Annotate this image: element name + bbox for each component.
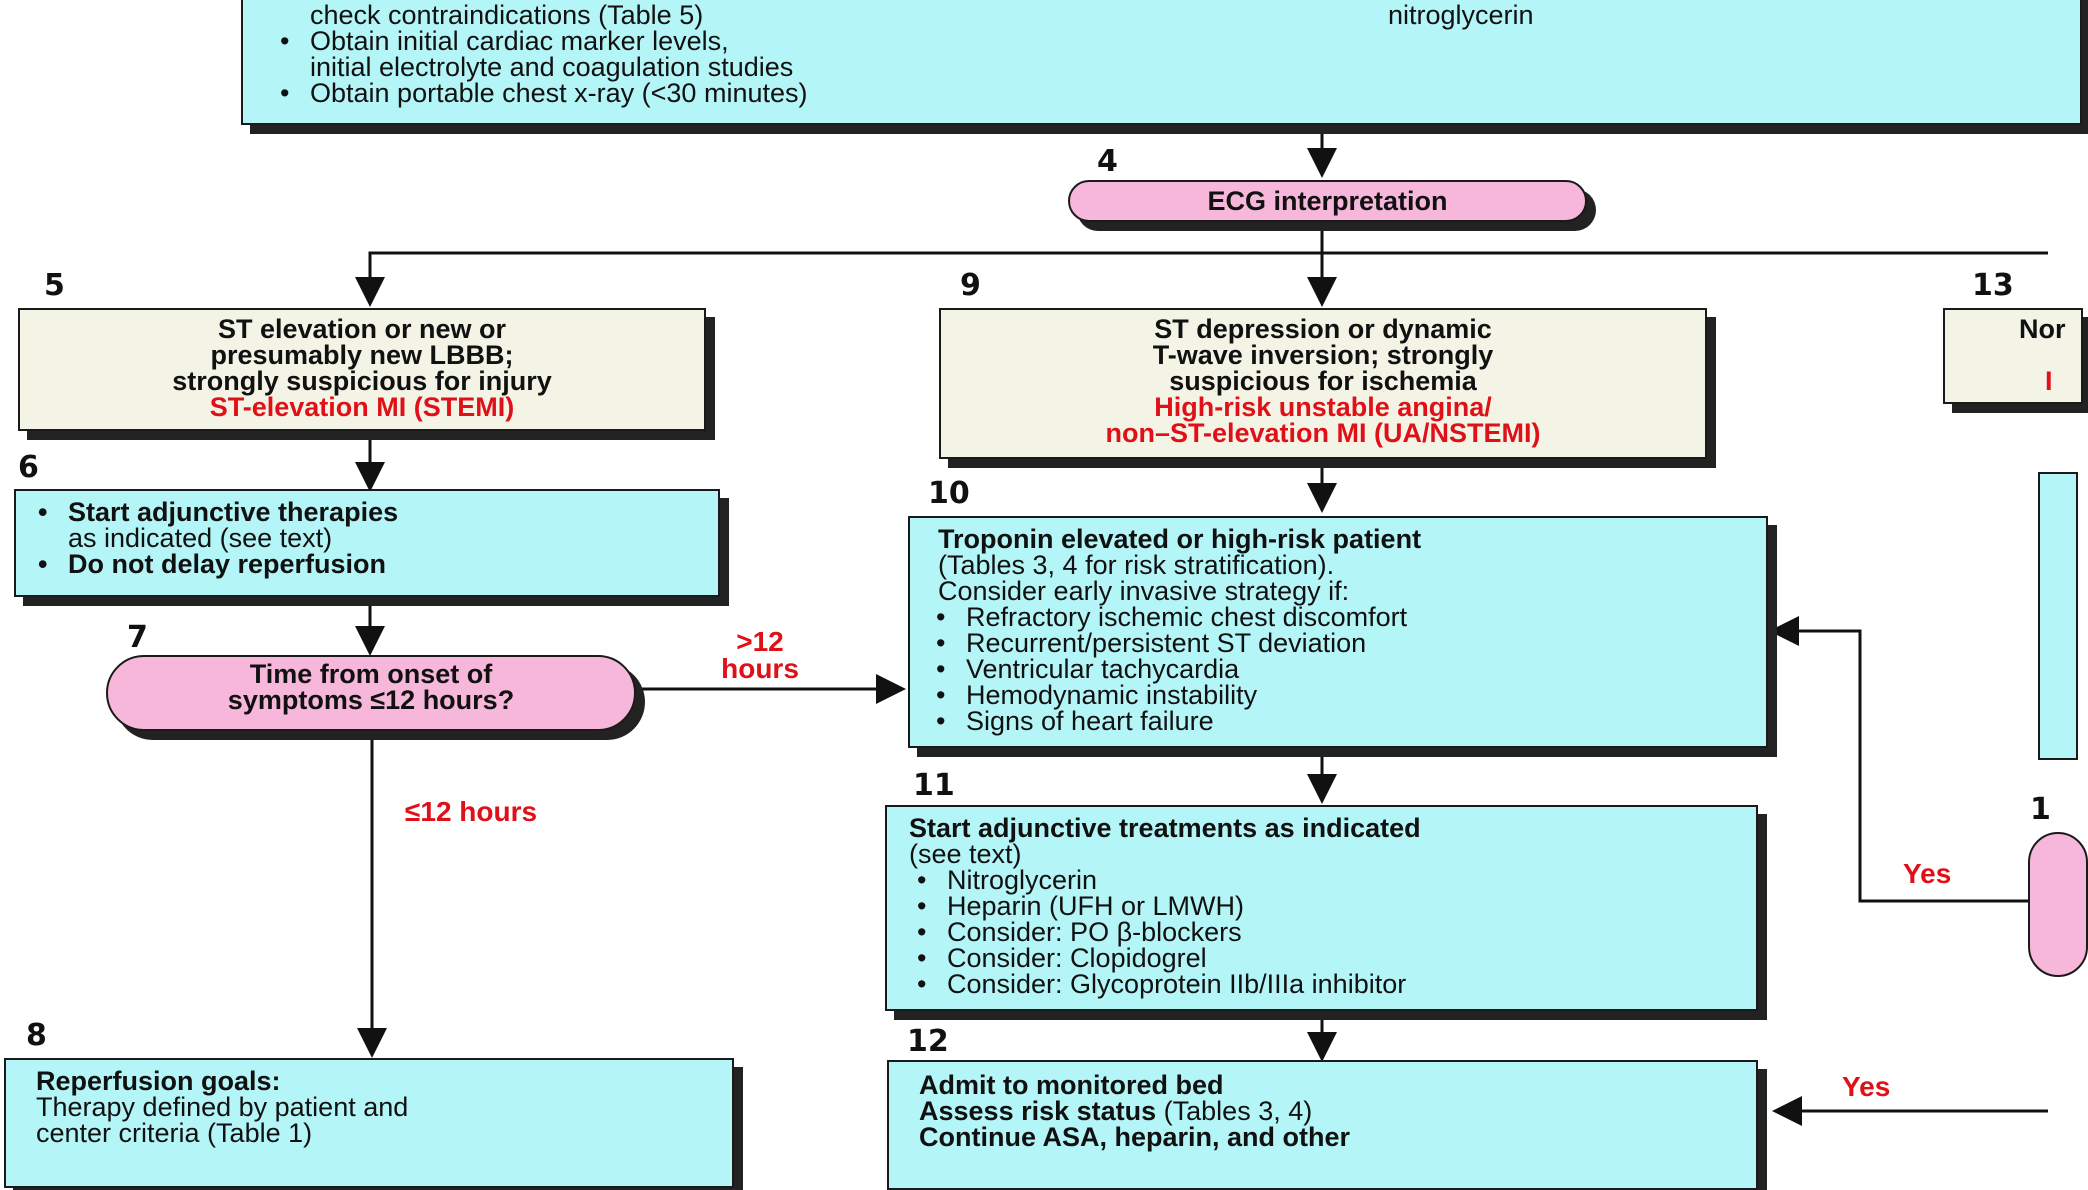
step-13-red-fragment: I <box>2045 366 2053 396</box>
step-10-title: Troponin elevated or high-risk patient <box>938 524 1422 554</box>
step-10-bullet: Hemodynamic instability <box>924 682 1766 709</box>
yes-label-lower: Yes <box>1842 1071 1891 1102</box>
step-11-sub: (see text) <box>909 839 1022 869</box>
step-10-line-2: Consider early invasive strategy if: <box>938 576 1350 606</box>
step-11-bullet: Consider: PO β-blockers <box>905 919 1756 946</box>
step-12-line-2-rest: (Tables 3, 4) <box>1156 1096 1313 1126</box>
step-4-ecg-interpretation: ECG interpretation <box>1068 180 1587 222</box>
step-5-line-2: presumably new LBBB; <box>210 340 514 370</box>
step-10-bullet: Signs of heart failure <box>924 708 1766 735</box>
right-partial-box <box>2038 472 2078 760</box>
step-9-ua-nstemi-box: ST depression or dynamic T-wave inversio… <box>939 308 1707 459</box>
step-8-number: 8 <box>26 1018 47 1053</box>
step-5-line-3: strongly suspicious for injury <box>172 366 552 396</box>
step-8-line-2: center criteria (Table 1) <box>36 1118 313 1148</box>
step-9-line-2: T-wave inversion; strongly <box>1152 340 1494 370</box>
step-6-item-1-cont: as indicated (see text) <box>68 523 333 553</box>
step-12-line-2-bold: Assess risk status <box>919 1096 1157 1126</box>
step-12-admit-box: Admit to monitored bed Assess risk statu… <box>887 1060 1758 1190</box>
step-12-line-3: Continue ASA, heparin, and other <box>919 1122 1351 1152</box>
step-5-line-1: ST elevation or new or <box>217 314 507 344</box>
step-7-number: 7 <box>127 620 148 655</box>
step-10-line-1: (Tables 3, 4 for risk stratification). <box>938 550 1335 580</box>
step-4-number: 4 <box>1097 144 1118 179</box>
arrow-4-to-5 <box>355 251 1322 307</box>
label-less-equal-12-hours: ≤12 hours <box>405 796 538 827</box>
step-5-number: 5 <box>44 268 65 303</box>
step-7-line-2: symptoms ≤12 hours? <box>227 685 515 715</box>
top-left-bullet-2: Obtain portable chest x-ray (<30 minutes… <box>310 78 808 108</box>
step-9-red-line-2: non–ST-elevation MI (UA/NSTEMI) <box>1105 418 1541 448</box>
step-9-number: 9 <box>960 268 981 303</box>
yes-label-upper: Yes <box>1903 858 1952 889</box>
step-13-box: Nor I <box>1943 308 2083 404</box>
step-11-bullet: Consider: Glycoprotein IIb/IIIa inhibito… <box>905 971 1756 998</box>
connector-lines <box>355 0 2048 1126</box>
step-6-item-2: Do not delay reperfusion <box>68 549 387 579</box>
step-11-title: Start adjunctive treatments as indicated <box>909 813 1421 843</box>
step-11-bullet: Nitroglycerin <box>905 867 1756 894</box>
step-13-partial-text: Nor <box>2019 314 2066 344</box>
step-11-bullet: Heparin (UFH or LMWH) <box>905 893 1756 920</box>
step-13-number: 13 <box>1972 268 2014 303</box>
step-7-time-decision: Time from onset of symptoms ≤12 hours? <box>106 655 636 731</box>
step-12-line-1: Admit to monitored bed <box>919 1070 1224 1100</box>
step-4-label: ECG interpretation <box>1207 186 1448 216</box>
step-9-line-1: ST depression or dynamic <box>1154 314 1492 344</box>
step-12-number: 12 <box>907 1024 949 1059</box>
top-left-box: check contraindications (Table 5) Obtain… <box>241 0 1325 125</box>
step-10-bullet: Ventricular tachycardia <box>924 656 1766 683</box>
step-11-number: 11 <box>913 768 955 803</box>
step-7-line-1: Time from onset of <box>249 659 493 689</box>
right-partial-decision <box>2028 832 2088 977</box>
side-step-number: 1 <box>2030 792 2051 827</box>
arrow-yes-to-10 <box>1769 616 2028 903</box>
step-10-troponin-box: Troponin elevated or high-risk patient (… <box>908 516 1768 748</box>
step-11-bullet: Consider: Clopidogrel <box>905 945 1756 972</box>
step-10-number: 10 <box>928 476 970 511</box>
top-left-line-1: check contraindications (Table 5) <box>310 0 704 30</box>
top-right-box: nitroglycerin <box>1322 0 2082 125</box>
step-8-line-1: Therapy defined by patient and <box>36 1092 409 1122</box>
step-10-bullet: Recurrent/persistent ST deviation <box>924 630 1766 657</box>
step-8-title: Reperfusion goals: <box>36 1066 281 1096</box>
step-8-reperfusion-box: Reperfusion goals: Therapy defined by pa… <box>4 1058 734 1188</box>
step-5-stemi-label: ST-elevation MI (STEMI) <box>209 392 515 422</box>
label-greater-12-hours: >12 hours <box>721 626 799 684</box>
top-left-bullet-1: Obtain initial cardiac marker levels, <box>310 26 729 56</box>
top-right-text: nitroglycerin <box>1388 0 1534 30</box>
top-left-bullet-1-cont: initial electrolyte and coagulation stud… <box>310 52 794 82</box>
step-6-number: 6 <box>18 450 39 485</box>
step-6-item-1: Start adjunctive therapies <box>68 497 399 527</box>
step-10-bullet: Refractory ischemic chest discomfort <box>924 604 1766 631</box>
step-9-red-line-1: High-risk unstable angina/ <box>1154 392 1492 422</box>
step-9-line-3: suspicious for ischemia <box>1169 366 1477 396</box>
step-5-stemi-box: ST elevation or new or presumably new LB… <box>18 308 706 431</box>
step-11-treatments-box: Start adjunctive treatments as indicated… <box>885 805 1758 1011</box>
